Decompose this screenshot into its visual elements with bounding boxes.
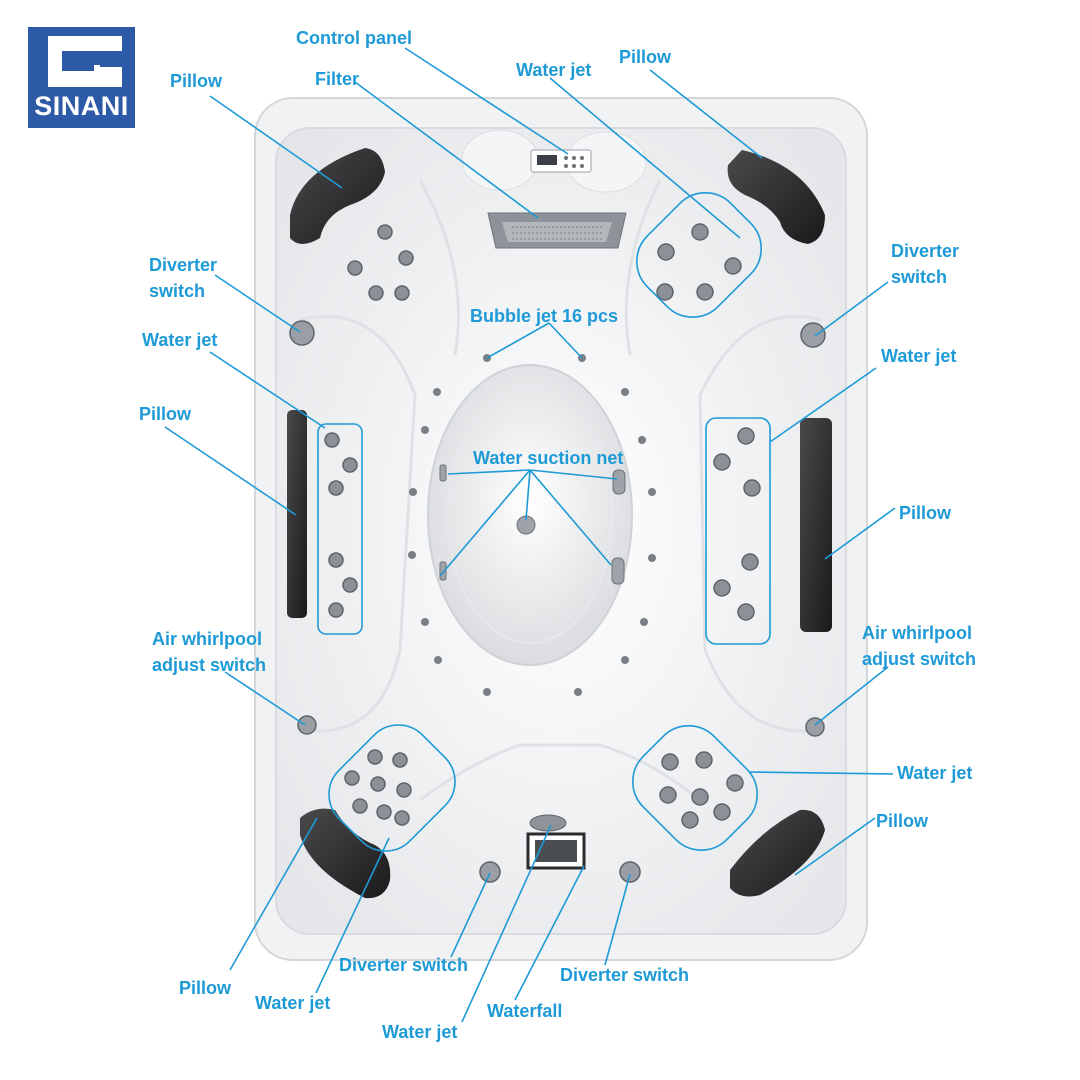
label-pillow-top-right: Pillow — [619, 47, 672, 67]
label-water-jet-lower-right: Water jet — [897, 763, 973, 783]
group-outlines — [317, 192, 771, 852]
label-pillow-lower-right: Pillow — [876, 811, 929, 831]
label-water-jet-top: Water jet — [516, 60, 592, 80]
waterfall-nozzle — [529, 814, 567, 832]
label-diverter-right-1: Diverter — [891, 241, 960, 261]
pillow-top-left — [290, 148, 385, 244]
footwell — [427, 364, 633, 666]
label-control-panel: Control panel — [296, 28, 412, 48]
label-pillow-bottom-left: Pillow — [179, 978, 232, 998]
label-diverter-bottom-left: Diverter switch — [339, 955, 469, 975]
pillow-bottom-left — [300, 808, 391, 899]
label-diverter-left-2: switch — [149, 281, 206, 301]
pillow-right — [800, 418, 832, 632]
label-water-suction-net: Water suction net — [473, 448, 624, 468]
label-diverter-left-1: Diverter — [149, 255, 218, 275]
leader-lines — [164, 47, 896, 1023]
label-water-jet-left: Water jet — [142, 330, 218, 350]
label-diverter-bottom-right: Diverter switch — [560, 965, 690, 985]
label-air-right-2: adjust switch — [862, 649, 977, 669]
logo-mark-icon — [48, 36, 122, 87]
pillow-bottom-right — [730, 809, 825, 897]
sinani-logo: SINANI — [28, 27, 135, 128]
label-air-left-1: Air whirlpool — [152, 629, 262, 649]
label-bubble-jet: Bubble jet 16 pcs — [470, 306, 619, 326]
label-pillow-right: Pillow — [899, 503, 952, 523]
water-jets — [324, 223, 761, 829]
label-diverter-right-2: switch — [891, 267, 948, 287]
label-water-jet-right: Water jet — [881, 346, 957, 366]
label-pillow-left: Pillow — [139, 404, 192, 424]
label-air-left-2: adjust switch — [152, 655, 267, 675]
pillow-left — [287, 410, 307, 618]
suction-nets — [439, 464, 626, 585]
label-air-right-1: Air whirlpool — [862, 623, 972, 643]
label-water-jet-bottom: Water jet — [382, 1022, 458, 1042]
label-filter: Filter — [315, 69, 360, 89]
label-water-jet-bottom-left: Water jet — [255, 993, 331, 1013]
switches — [289, 320, 826, 883]
label-pillow-top-left: Pillow — [170, 71, 223, 91]
logo-text: SINANI — [34, 91, 129, 121]
label-waterfall: Waterfall — [487, 1001, 563, 1021]
pillow-top-right — [727, 150, 825, 244]
